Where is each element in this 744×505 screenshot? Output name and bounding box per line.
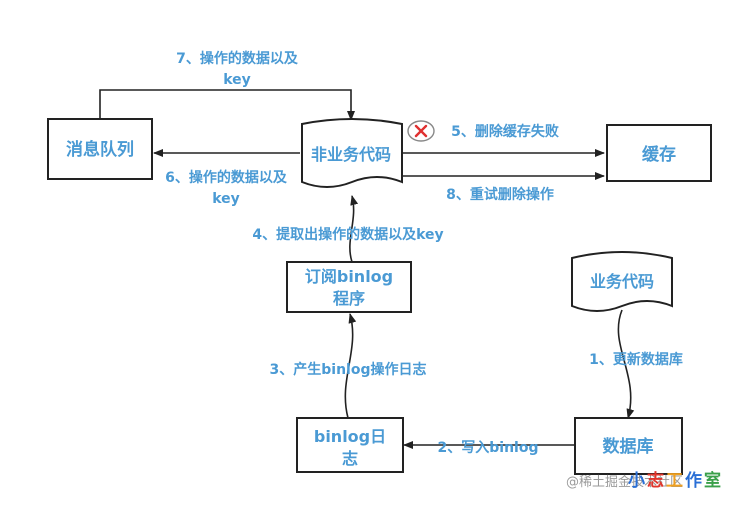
x-circle-icon (407, 120, 435, 142)
edge-6-label-key: key (212, 191, 240, 207)
watermark-brand: 小 志 工 作 室 (628, 470, 721, 491)
edge-2-label: 2、写入binlog (438, 440, 539, 456)
svg-text:订阅binlog: 订阅binlog (305, 267, 393, 286)
node-message-queue: 消息队列 (47, 118, 153, 180)
svg-text:消息队列: 消息队列 (66, 139, 134, 160)
edge-4-arrow (349, 195, 359, 263)
edge-6-label: 6、操作的数据以及 (165, 169, 288, 186)
brand-char: 小 (628, 471, 645, 491)
brand-char: 工 (666, 471, 683, 491)
node-cache: 缓存 (606, 124, 712, 182)
node-non-business-code: 非业务代码 (301, 118, 403, 188)
svg-text:非业务代码: 非业务代码 (311, 145, 391, 164)
edge-1-arrow (617, 309, 635, 419)
svg-text:程序: 程序 (333, 289, 365, 308)
brand-char: 室 (704, 470, 721, 491)
node-binlog-log: binlog日 志 (296, 417, 404, 473)
node-business-code: 业务代码 (571, 251, 673, 312)
edge-4-label: 4、提取出操作的数据以及key (252, 226, 443, 243)
edge-7-label-key: key (223, 72, 251, 88)
node-binlog-subscriber: 订阅binlog 程序 (286, 261, 412, 313)
svg-text:缓存: 缓存 (642, 144, 676, 165)
edge-3-arrow (344, 313, 357, 419)
edge-7-arrow (99, 89, 355, 121)
edge-7-label: 7、操作的数据以及 (176, 50, 299, 67)
edge-3-label: 3、产生binlog操作日志 (270, 361, 427, 378)
svg-text:志: 志 (342, 449, 358, 468)
edge-8-label: 8、重试删除操作 (446, 186, 554, 203)
node-database: 数据库 (574, 417, 683, 475)
svg-text:业务代码: 业务代码 (590, 272, 654, 291)
edge-5-label: 5、删除缓存失败 (451, 123, 560, 140)
watermark-text: @稀土掘金技术社区 (566, 474, 683, 490)
svg-text:binlog日: binlog日 (314, 427, 386, 446)
svg-text:数据库: 数据库 (603, 436, 654, 457)
brand-char: 志 (647, 470, 664, 491)
edge-1-label: 1、更新数据库 (589, 351, 683, 368)
brand-char: 作 (685, 470, 702, 491)
